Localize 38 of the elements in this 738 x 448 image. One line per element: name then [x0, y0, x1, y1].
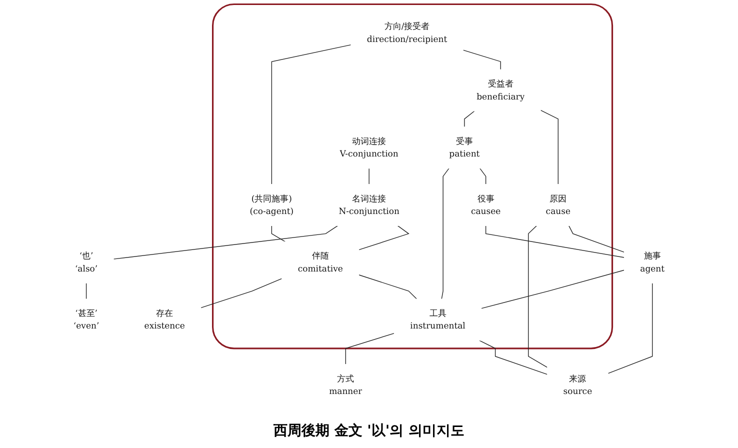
- connector: [271, 44, 352, 185]
- caption: 西周後期 金文 '以'의 의미지도: [273, 422, 465, 440]
- node-text: ‘甚至’ ‘even’: [73, 308, 100, 331]
- node-text: 动词连接 V-conjunction: [340, 136, 398, 159]
- connector: [368, 168, 370, 185]
- connector: [271, 225, 286, 242]
- connector: [485, 225, 625, 258]
- connector: [345, 332, 395, 365]
- connector: [480, 168, 486, 185]
- connector: [528, 225, 548, 368]
- node-text: ‘也’ ‘also’: [74, 250, 98, 274]
- connector: [358, 225, 410, 250]
- node-text: 原因 cause: [546, 193, 570, 216]
- connector: [568, 225, 625, 253]
- node-text: 方向/接受者 direction/recipient: [366, 21, 448, 44]
- node-text: 伴随 comitative: [298, 250, 343, 274]
- node-text: 施事 agent: [640, 250, 665, 274]
- node-text: 存在 existence: [144, 308, 185, 331]
- connector: [464, 110, 475, 128]
- cluster: [212, 3, 614, 350]
- node-text: 工具 instrumental: [410, 308, 466, 331]
- connector: [200, 278, 282, 308]
- connector: [462, 50, 501, 70]
- connector: [113, 225, 338, 260]
- node-text: 受益者 beneficiary: [476, 78, 525, 102]
- connector: [478, 340, 548, 375]
- connector: [540, 110, 558, 185]
- node-text: 受事 patient: [449, 136, 480, 159]
- connector: [86, 282, 87, 300]
- node-text: (共同施事) (co-agent): [250, 193, 294, 216]
- connector: [358, 274, 418, 300]
- connector: [480, 270, 625, 309]
- node-text: 名词连接 N-conjunction: [338, 193, 400, 216]
- node-text: 方式 manner: [329, 373, 362, 396]
- connector: [441, 168, 450, 300]
- node-text: 来源 source: [563, 373, 592, 396]
- connector: [608, 282, 653, 374]
- node-text: 役事 causee: [470, 193, 501, 216]
